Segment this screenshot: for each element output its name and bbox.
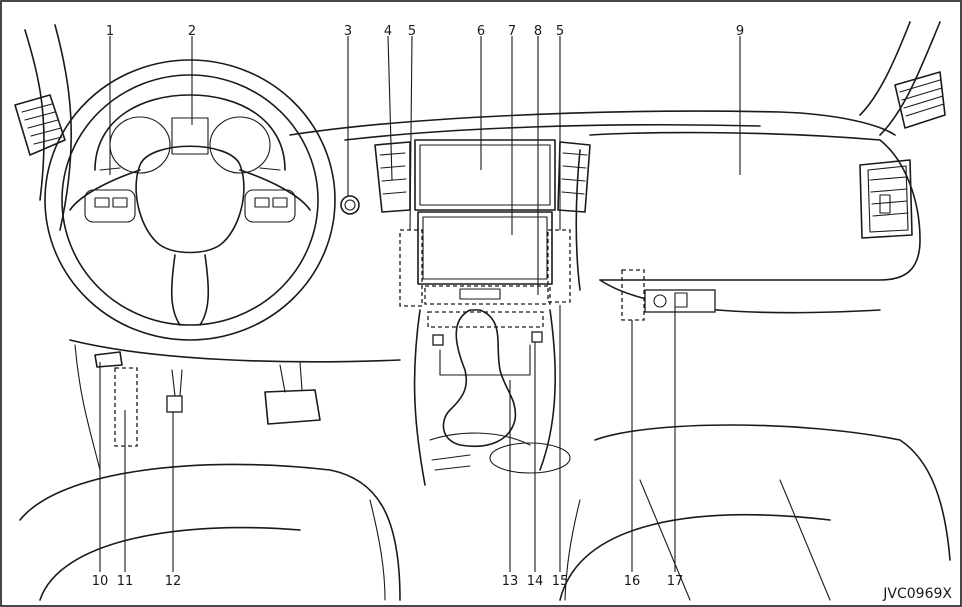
callout-5-left: 5 [408, 24, 416, 39]
callout-14: 14 [527, 574, 544, 589]
control-panel [399, 229, 571, 307]
callout-8: 8 [534, 24, 542, 39]
callouts-top: 1 2 3 4 5 6 7 8 5 9 [106, 24, 744, 39]
lower-left-dash [69, 339, 401, 471]
callout-6: 6 [477, 24, 485, 39]
center-console [413, 309, 571, 486]
lower-display [417, 211, 553, 285]
callout-16: 16 [624, 574, 641, 589]
pedals [166, 361, 321, 425]
callout-15: 15 [552, 574, 569, 589]
center-right-vent [557, 141, 591, 213]
upper-display [414, 139, 556, 211]
leader-lines [99, 35, 741, 572]
callout-2: 2 [188, 24, 196, 39]
callout-4: 4 [384, 24, 392, 39]
right-dash-vent [859, 159, 913, 239]
callout-7: 7 [508, 24, 516, 39]
callouts-bottom: 10 11 12 13 14 15 16 17 [92, 574, 684, 589]
glove-box-area [621, 269, 716, 321]
callout-17: 17 [667, 574, 684, 589]
seats [19, 424, 951, 601]
figure-code: JVC0969X [882, 586, 952, 602]
callout-1: 1 [106, 24, 114, 39]
start-button [340, 195, 360, 215]
windshield-frame [24, 21, 941, 231]
right-corner-vent [894, 71, 946, 129]
callout-11: 11 [117, 574, 134, 589]
steering-wheel [44, 59, 336, 341]
callout-12: 12 [165, 574, 182, 589]
callout-3: 3 [344, 24, 352, 39]
callout-13: 13 [502, 574, 519, 589]
callout-5-right: 5 [556, 24, 564, 39]
left-side-vent [14, 94, 66, 156]
callout-10: 10 [92, 574, 109, 589]
instrument-cluster [94, 94, 286, 174]
dashboard [289, 110, 921, 314]
callout-9: 9 [736, 24, 744, 39]
